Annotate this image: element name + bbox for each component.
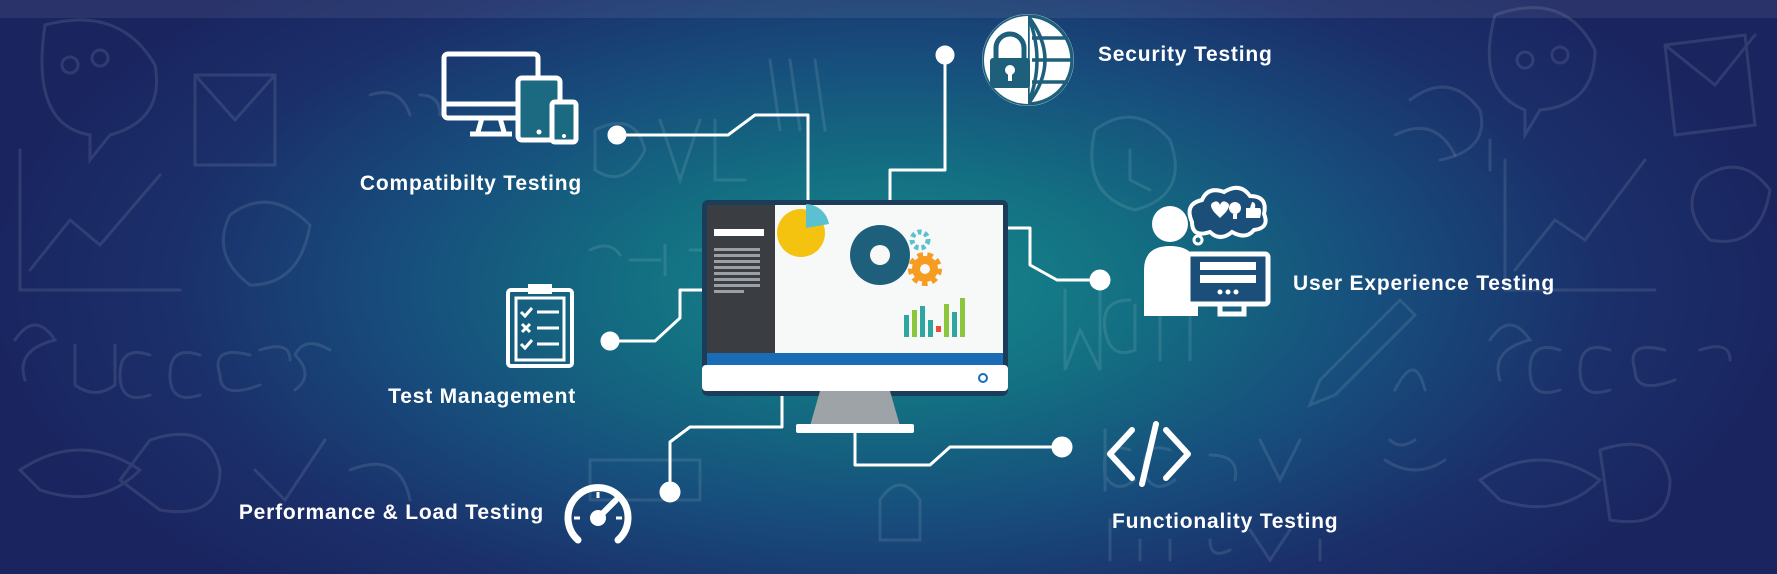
connector-security: [888, 55, 947, 200]
user-head: [1152, 206, 1188, 242]
monitor-taskbar: [707, 353, 1003, 365]
pie-chart-icon: [777, 204, 829, 257]
thought-bubble-icon: [1187, 185, 1268, 246]
clipboard-checklist-icon: [506, 284, 574, 368]
connector-dot-test-management: [600, 331, 620, 351]
label-functionality-testing: Functionality Testing: [1112, 510, 1339, 533]
monitor-bezel: [702, 365, 1008, 391]
power-icon: [978, 373, 988, 383]
speedometer-icon: [564, 484, 632, 544]
monitor-dashboard-icon: [702, 200, 1008, 433]
connector-dot-performance: [659, 481, 681, 503]
top-strip: [0, 0, 1777, 18]
label-security-testing: Security Testing: [1098, 43, 1273, 66]
label-performance-load-testing: Performance & Load Testing: [238, 501, 544, 524]
connector-dot-user-experience: [1089, 269, 1111, 291]
bar-chart-icon: [904, 298, 965, 337]
connector-functionality: [853, 425, 1062, 467]
connector-performance: [668, 392, 784, 492]
label-user-experience-testing: User Experience Testing: [1293, 272, 1555, 295]
globe-lock-icon: [982, 14, 1074, 106]
connector-dot-security: [935, 45, 955, 65]
user-body: [1144, 246, 1198, 316]
gears-icon: [850, 225, 942, 286]
connector-user-experience: [1005, 226, 1100, 282]
code-brackets-icon: [1107, 421, 1191, 487]
label-test-management: Test Management: [388, 385, 576, 408]
connector-test-management: [610, 288, 705, 343]
label-compatibility-testing: Compatibilty Testing: [359, 172, 582, 195]
connector-dot-functionality: [1051, 436, 1073, 458]
monitor-stand: [796, 424, 914, 433]
connector-dot-compatibility: [607, 125, 627, 145]
user-at-computer-icon: [1144, 185, 1271, 317]
connector-compatibility: [617, 113, 810, 200]
devices-icon: [441, 51, 579, 145]
